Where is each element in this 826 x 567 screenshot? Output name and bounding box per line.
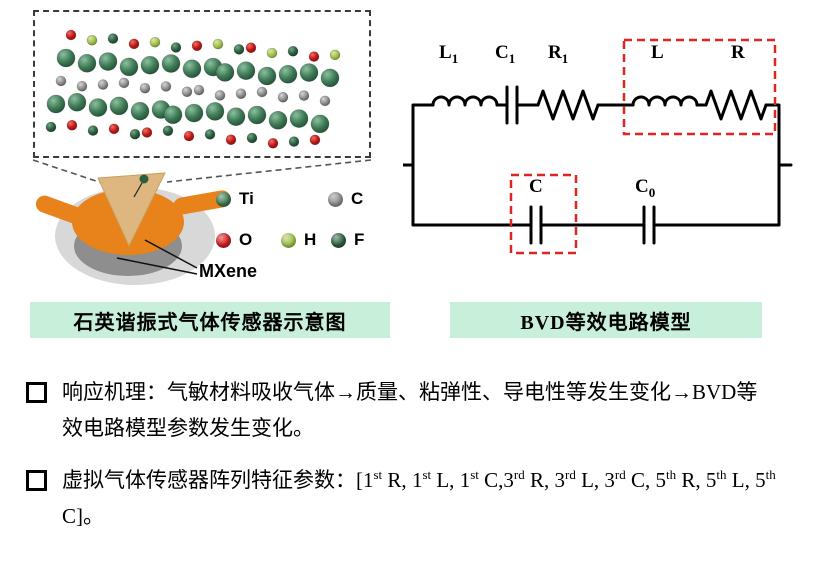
legend-label: C bbox=[351, 189, 364, 208]
capacitor-C-plates bbox=[529, 205, 543, 245]
circuit-label-L1: L1 bbox=[439, 42, 459, 66]
notes: 响应机理：气敏材料吸收气体→质量、粘弹性、导电性等发生变化→BVD等效电路模型参… bbox=[26, 374, 802, 550]
h-atom-icon bbox=[281, 232, 296, 248]
open-bracket: [ bbox=[356, 468, 363, 492]
feature-list: 1st R, 1st L, 1st C,3rd R, 3rd L, 3rd C,… bbox=[62, 467, 776, 528]
zoom-callout-line-left bbox=[32, 159, 112, 187]
bullet-feature-parameters: 虚拟气体传感器阵列特征参数：[1st R, 1st L, 1st C,3rd R… bbox=[26, 462, 802, 534]
resistor-R-zigzag bbox=[704, 89, 768, 121]
circuit-label-C1: C1 bbox=[495, 42, 516, 66]
c-atom-icon bbox=[328, 191, 343, 207]
fluorine-atom-dot bbox=[139, 174, 149, 184]
bullet-square-icon bbox=[26, 470, 47, 491]
feature-parameters-text: 虚拟气体传感器阵列特征参数：[1st R, 1st L, 1st C,3rd R… bbox=[62, 462, 778, 534]
mxene-pointer-lines bbox=[116, 239, 198, 275]
atom-lattice bbox=[45, 29, 341, 149]
bvd-circuit: L1 C1 R1 L R C C0 bbox=[403, 28, 803, 296]
legend-item-c: C bbox=[328, 189, 363, 209]
right-figure-caption: BVD等效电路模型 bbox=[450, 302, 762, 338]
circuit-wires bbox=[403, 103, 793, 227]
circuit-label-C: C bbox=[529, 176, 543, 197]
capacitor-C1-plates bbox=[505, 85, 519, 125]
resistor-R1-zigzag bbox=[536, 89, 600, 121]
mxene-crystal-structure bbox=[45, 29, 341, 149]
ti-atom-icon bbox=[216, 191, 231, 207]
inductor-L-coil bbox=[631, 95, 699, 107]
mxene-label: MXene bbox=[199, 261, 258, 281]
legend-label: H bbox=[304, 230, 317, 249]
structure-zoom-box bbox=[33, 10, 371, 158]
circuit-label-L: L bbox=[651, 42, 664, 63]
left-figure-caption: 石英谐振式气体传感器示意图 bbox=[30, 302, 390, 338]
bvd-circuit-diagram bbox=[403, 38, 793, 255]
atom-callout-stem bbox=[133, 182, 143, 198]
f-atom-icon bbox=[331, 232, 346, 248]
inductor-L1-coil bbox=[431, 95, 499, 107]
o-atom-icon bbox=[216, 232, 231, 248]
feature-label: 虚拟气体传感器阵列特征参数： bbox=[62, 468, 356, 492]
capacitor-C0-plates bbox=[642, 205, 656, 245]
response-mechanism-text: 响应机理：气敏材料吸收气体→质量、粘弹性、导电性等发生变化→BVD等效电路模型参… bbox=[62, 380, 758, 440]
legend-label: F bbox=[354, 230, 365, 249]
bullet-response-mechanism: 响应机理：气敏材料吸收气体→质量、粘弹性、导电性等发生变化→BVD等效电路模型参… bbox=[26, 374, 802, 446]
circuit-label-R1: R1 bbox=[548, 42, 569, 66]
legend-item-o: O bbox=[216, 230, 252, 250]
legend-item-h: H bbox=[281, 230, 316, 250]
close-bracket: ]。 bbox=[76, 504, 105, 528]
zoom-callout-line-right bbox=[166, 159, 372, 183]
motional-LR-highlight-box bbox=[622, 38, 777, 136]
bullet-square-icon bbox=[26, 382, 47, 403]
qcm-sensor-illustration bbox=[32, 159, 372, 285]
legend-item-f: F bbox=[331, 230, 364, 250]
legend-label: O bbox=[239, 230, 253, 249]
capacitor-C-highlight-box bbox=[509, 173, 578, 255]
circuit-label-R: R bbox=[731, 42, 745, 63]
circuit-label-C0: C0 bbox=[635, 176, 656, 200]
mxene-coating-wedge bbox=[97, 172, 166, 248]
legend-item-ti: Ti bbox=[216, 189, 254, 209]
legend-label: Ti bbox=[239, 189, 254, 208]
